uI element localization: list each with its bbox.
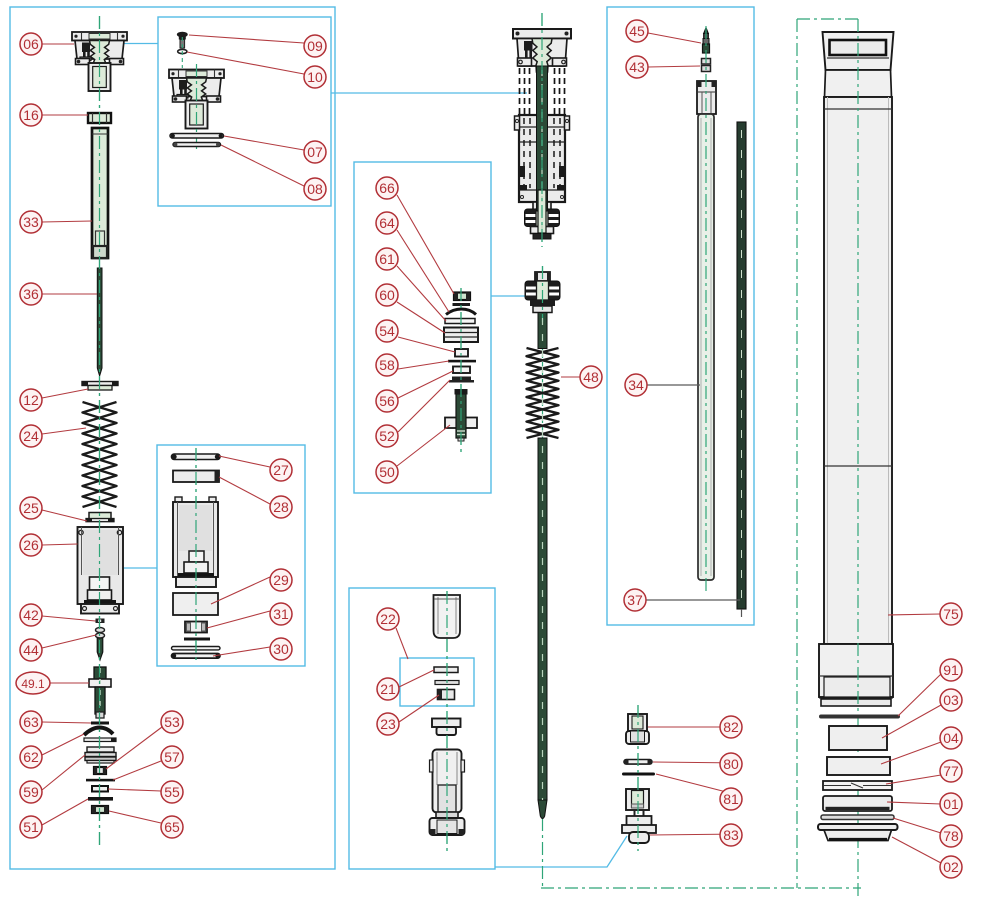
svg-text:23: 23 — [380, 716, 396, 732]
svg-text:04: 04 — [943, 730, 959, 746]
svg-text:62: 62 — [23, 749, 39, 765]
svg-text:22: 22 — [380, 611, 396, 627]
svg-text:01: 01 — [943, 796, 959, 812]
svg-text:78: 78 — [943, 828, 959, 844]
svg-text:66: 66 — [379, 180, 395, 196]
svg-text:31: 31 — [273, 606, 289, 622]
svg-text:26: 26 — [23, 537, 39, 553]
svg-text:81: 81 — [723, 791, 739, 807]
svg-text:03: 03 — [943, 692, 959, 708]
svg-text:49.1: 49.1 — [21, 677, 45, 691]
svg-text:12: 12 — [23, 392, 39, 408]
svg-text:30: 30 — [273, 641, 289, 657]
svg-text:45: 45 — [629, 23, 645, 39]
svg-text:44: 44 — [23, 642, 39, 658]
svg-text:59: 59 — [23, 784, 39, 800]
svg-text:63: 63 — [23, 714, 39, 730]
svg-text:02: 02 — [943, 859, 959, 875]
svg-text:57: 57 — [164, 749, 180, 765]
svg-text:64: 64 — [379, 215, 395, 231]
svg-text:52: 52 — [379, 428, 395, 444]
svg-text:56: 56 — [379, 393, 395, 409]
svg-text:07: 07 — [307, 144, 323, 160]
svg-text:34: 34 — [628, 377, 644, 393]
svg-text:08: 08 — [307, 181, 323, 197]
svg-text:60: 60 — [379, 287, 395, 303]
svg-text:82: 82 — [723, 719, 739, 735]
svg-text:06: 06 — [23, 36, 39, 52]
svg-text:61: 61 — [379, 251, 395, 267]
svg-text:36: 36 — [23, 286, 39, 302]
svg-text:25: 25 — [23, 500, 39, 516]
svg-text:16: 16 — [23, 107, 39, 123]
svg-text:80: 80 — [723, 756, 739, 772]
svg-text:28: 28 — [273, 499, 289, 515]
svg-text:83: 83 — [723, 827, 739, 843]
svg-text:51: 51 — [23, 819, 39, 835]
svg-text:21: 21 — [380, 681, 396, 697]
svg-text:33: 33 — [23, 214, 39, 230]
svg-text:27: 27 — [273, 462, 289, 478]
svg-text:10: 10 — [307, 69, 323, 85]
svg-text:58: 58 — [379, 357, 395, 373]
svg-text:29: 29 — [273, 572, 289, 588]
svg-text:24: 24 — [23, 428, 39, 444]
svg-text:91: 91 — [943, 662, 959, 678]
svg-text:50: 50 — [379, 464, 395, 480]
svg-text:48: 48 — [583, 369, 599, 385]
svg-text:77: 77 — [943, 763, 959, 779]
svg-text:54: 54 — [379, 323, 395, 339]
svg-text:55: 55 — [164, 784, 180, 800]
svg-text:37: 37 — [627, 592, 643, 608]
svg-text:09: 09 — [307, 38, 323, 54]
svg-text:42: 42 — [23, 607, 39, 623]
svg-text:53: 53 — [164, 714, 180, 730]
svg-text:43: 43 — [629, 59, 645, 75]
svg-text:75: 75 — [943, 606, 959, 622]
svg-text:65: 65 — [164, 819, 180, 835]
